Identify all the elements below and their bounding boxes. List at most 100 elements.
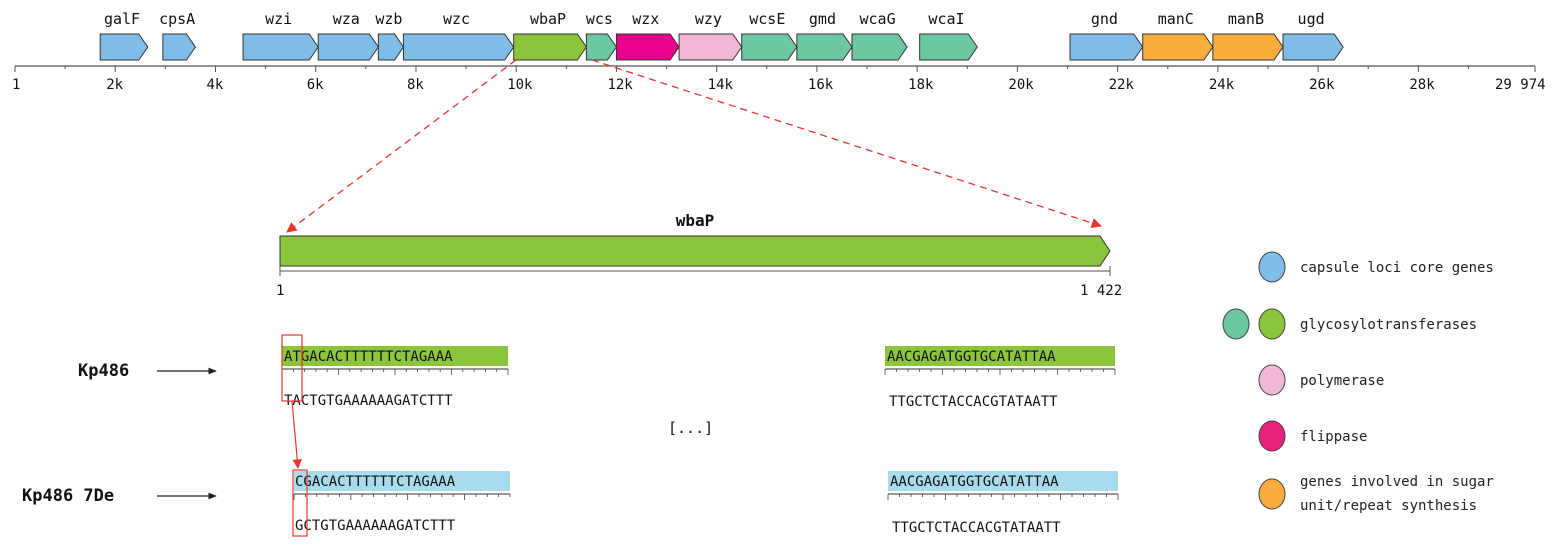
gene-cpsA: cpsA bbox=[159, 10, 197, 61]
gene-label: wzc bbox=[443, 10, 470, 28]
gene-wzc: wzc bbox=[402, 10, 515, 61]
gene-arrow bbox=[1212, 33, 1284, 61]
gene-manC: manC bbox=[1142, 10, 1214, 61]
gene-wcaG: wcaG bbox=[851, 10, 908, 61]
gene-wzb: wzb bbox=[375, 10, 405, 61]
gene-arrow bbox=[919, 33, 978, 61]
right-top-highlight bbox=[885, 346, 1115, 366]
wbaP-zoom-arrow bbox=[279, 235, 1111, 267]
genome-axis-tick-label: 14k bbox=[708, 77, 734, 93]
left-top-highlight bbox=[282, 346, 508, 366]
sequence-ellipsis: [...] bbox=[668, 419, 713, 437]
gene-label: wza bbox=[333, 10, 360, 28]
mutation-arrow bbox=[291, 400, 303, 469]
gene-wcaI: wcaI bbox=[919, 10, 978, 61]
legend-label: capsule loci core genes bbox=[1300, 260, 1494, 276]
right-bottom-sequence: TTGCTCTACCACGTATAATT bbox=[889, 394, 1058, 410]
wbaP-zoom-end-label: 1 422 bbox=[1080, 283, 1122, 299]
gene-arrow bbox=[99, 33, 149, 61]
legend-item: glycosylotransferases bbox=[1222, 308, 1477, 340]
legend-label: glycosylotransferases bbox=[1300, 317, 1477, 333]
genome-axis-tick-label: 20k bbox=[1008, 77, 1034, 93]
legend-label: genes involved in sugar bbox=[1300, 474, 1494, 490]
gene-label: galF bbox=[104, 10, 140, 28]
gene-wzx: wzx bbox=[615, 10, 680, 61]
legend: capsule loci core genes glycosylotransfer… bbox=[1222, 251, 1494, 514]
gene-manB: manB bbox=[1212, 10, 1284, 61]
gene-arrow bbox=[162, 33, 197, 61]
gene-arrow bbox=[1142, 33, 1214, 61]
legend-label: polymerase bbox=[1300, 373, 1384, 389]
genome-axis-tick-label: 2k bbox=[106, 77, 123, 93]
legend-swatch bbox=[1222, 308, 1250, 340]
left-top-sequence: ATGACACTTTTTTCTAGAAA bbox=[284, 349, 453, 365]
legend-item: genes involved in sugar unit/repeat synth… bbox=[1258, 474, 1494, 514]
mutation-box-bottom bbox=[292, 469, 308, 537]
left-bottom-sequence: GCTGTGAAAAAAGATCTTT bbox=[295, 518, 456, 534]
legend-label-line2: unit/repeat synthesis bbox=[1300, 498, 1477, 514]
legend-swatch bbox=[1258, 251, 1286, 283]
gene-arrow bbox=[513, 33, 587, 61]
gene-label: manB bbox=[1228, 10, 1264, 28]
genome-axis-tick-label: 12k bbox=[607, 77, 633, 93]
genome-axis-tick-label: 4k bbox=[206, 77, 223, 93]
gene-arrow bbox=[402, 33, 515, 61]
gene-arrow bbox=[1282, 33, 1344, 61]
legend-item: polymerase bbox=[1258, 364, 1384, 396]
strain-kp486-7de: Kp486 7De CGACACTTTTTTCTAGAAA GCTGTGAAAA… bbox=[22, 471, 1118, 536]
strain-name: Kp486 7De bbox=[22, 486, 114, 506]
gene-galF: galF bbox=[99, 10, 149, 61]
gene-label: wzb bbox=[375, 10, 402, 28]
wbaP-zoom-start-label: 1 bbox=[276, 283, 284, 299]
legend-swatch bbox=[1258, 364, 1286, 396]
gene-label: ugd bbox=[1298, 10, 1325, 28]
legend-swatch bbox=[1258, 420, 1286, 452]
gene-arrow bbox=[678, 33, 743, 61]
gene-arrow bbox=[741, 33, 798, 61]
gene-wzy: wzy bbox=[678, 10, 743, 61]
legend-swatch bbox=[1258, 478, 1286, 510]
legend-item: flippase bbox=[1258, 420, 1367, 452]
right-top-highlight bbox=[888, 471, 1118, 491]
right-bottom-sequence: TTGCTCTACCACGTATAATT bbox=[892, 520, 1061, 536]
sequence-ticks bbox=[281, 369, 1119, 500]
gene-wbaP: wbaP bbox=[513, 10, 587, 61]
mutation-box-top bbox=[281, 334, 303, 402]
gene-label: wcaI bbox=[928, 10, 964, 28]
wbaP-zoom-title: wbaP bbox=[676, 211, 715, 230]
genome-axis-tick-label: 22k bbox=[1109, 77, 1135, 93]
gene-wza: wza bbox=[317, 10, 379, 61]
gene-arrow bbox=[796, 33, 853, 61]
gene-label: wzy bbox=[695, 10, 722, 28]
strain-name: Kp486 bbox=[78, 361, 129, 381]
left-top-highlight bbox=[294, 471, 510, 491]
gene-wzi: wzi bbox=[242, 10, 319, 61]
genome-axis-tick-label: 18k bbox=[908, 77, 934, 93]
gene-label: wcsE bbox=[749, 10, 785, 28]
gene-arrow bbox=[317, 33, 379, 61]
gene-label: wzx bbox=[632, 10, 659, 28]
gene-arrow bbox=[1069, 33, 1144, 61]
genome-axis-tick-label: 24k bbox=[1209, 77, 1235, 93]
genome-axis-tick-label: 6k bbox=[307, 77, 324, 93]
gene-gnd: gnd bbox=[1069, 10, 1144, 61]
gene-arrow bbox=[242, 33, 319, 61]
legend-item: capsule loci core genes bbox=[1258, 251, 1494, 283]
gene-label: wcs bbox=[586, 10, 613, 28]
gene-label: wzi bbox=[265, 10, 292, 28]
strain-kp486: Kp486 ATGACACTTTTTTCTAGAAA TACTGTGAAAAAA… bbox=[78, 346, 1115, 410]
zoom-line-right bbox=[591, 59, 1102, 229]
right-top-sequence: AACGAGATGGTGCATATTAA bbox=[887, 349, 1056, 365]
gene-label: gnd bbox=[1091, 10, 1118, 28]
genome-axis-tick-label: 28k bbox=[1409, 77, 1435, 93]
gene-label: wbaP bbox=[530, 10, 566, 28]
axis-start-label: 1 bbox=[12, 77, 20, 93]
gene-wcsE: wcsE bbox=[741, 10, 798, 61]
legend-swatch bbox=[1258, 308, 1286, 340]
genome-axis-tick-label: 10k bbox=[507, 77, 533, 93]
gene-label: wcaG bbox=[860, 10, 896, 28]
